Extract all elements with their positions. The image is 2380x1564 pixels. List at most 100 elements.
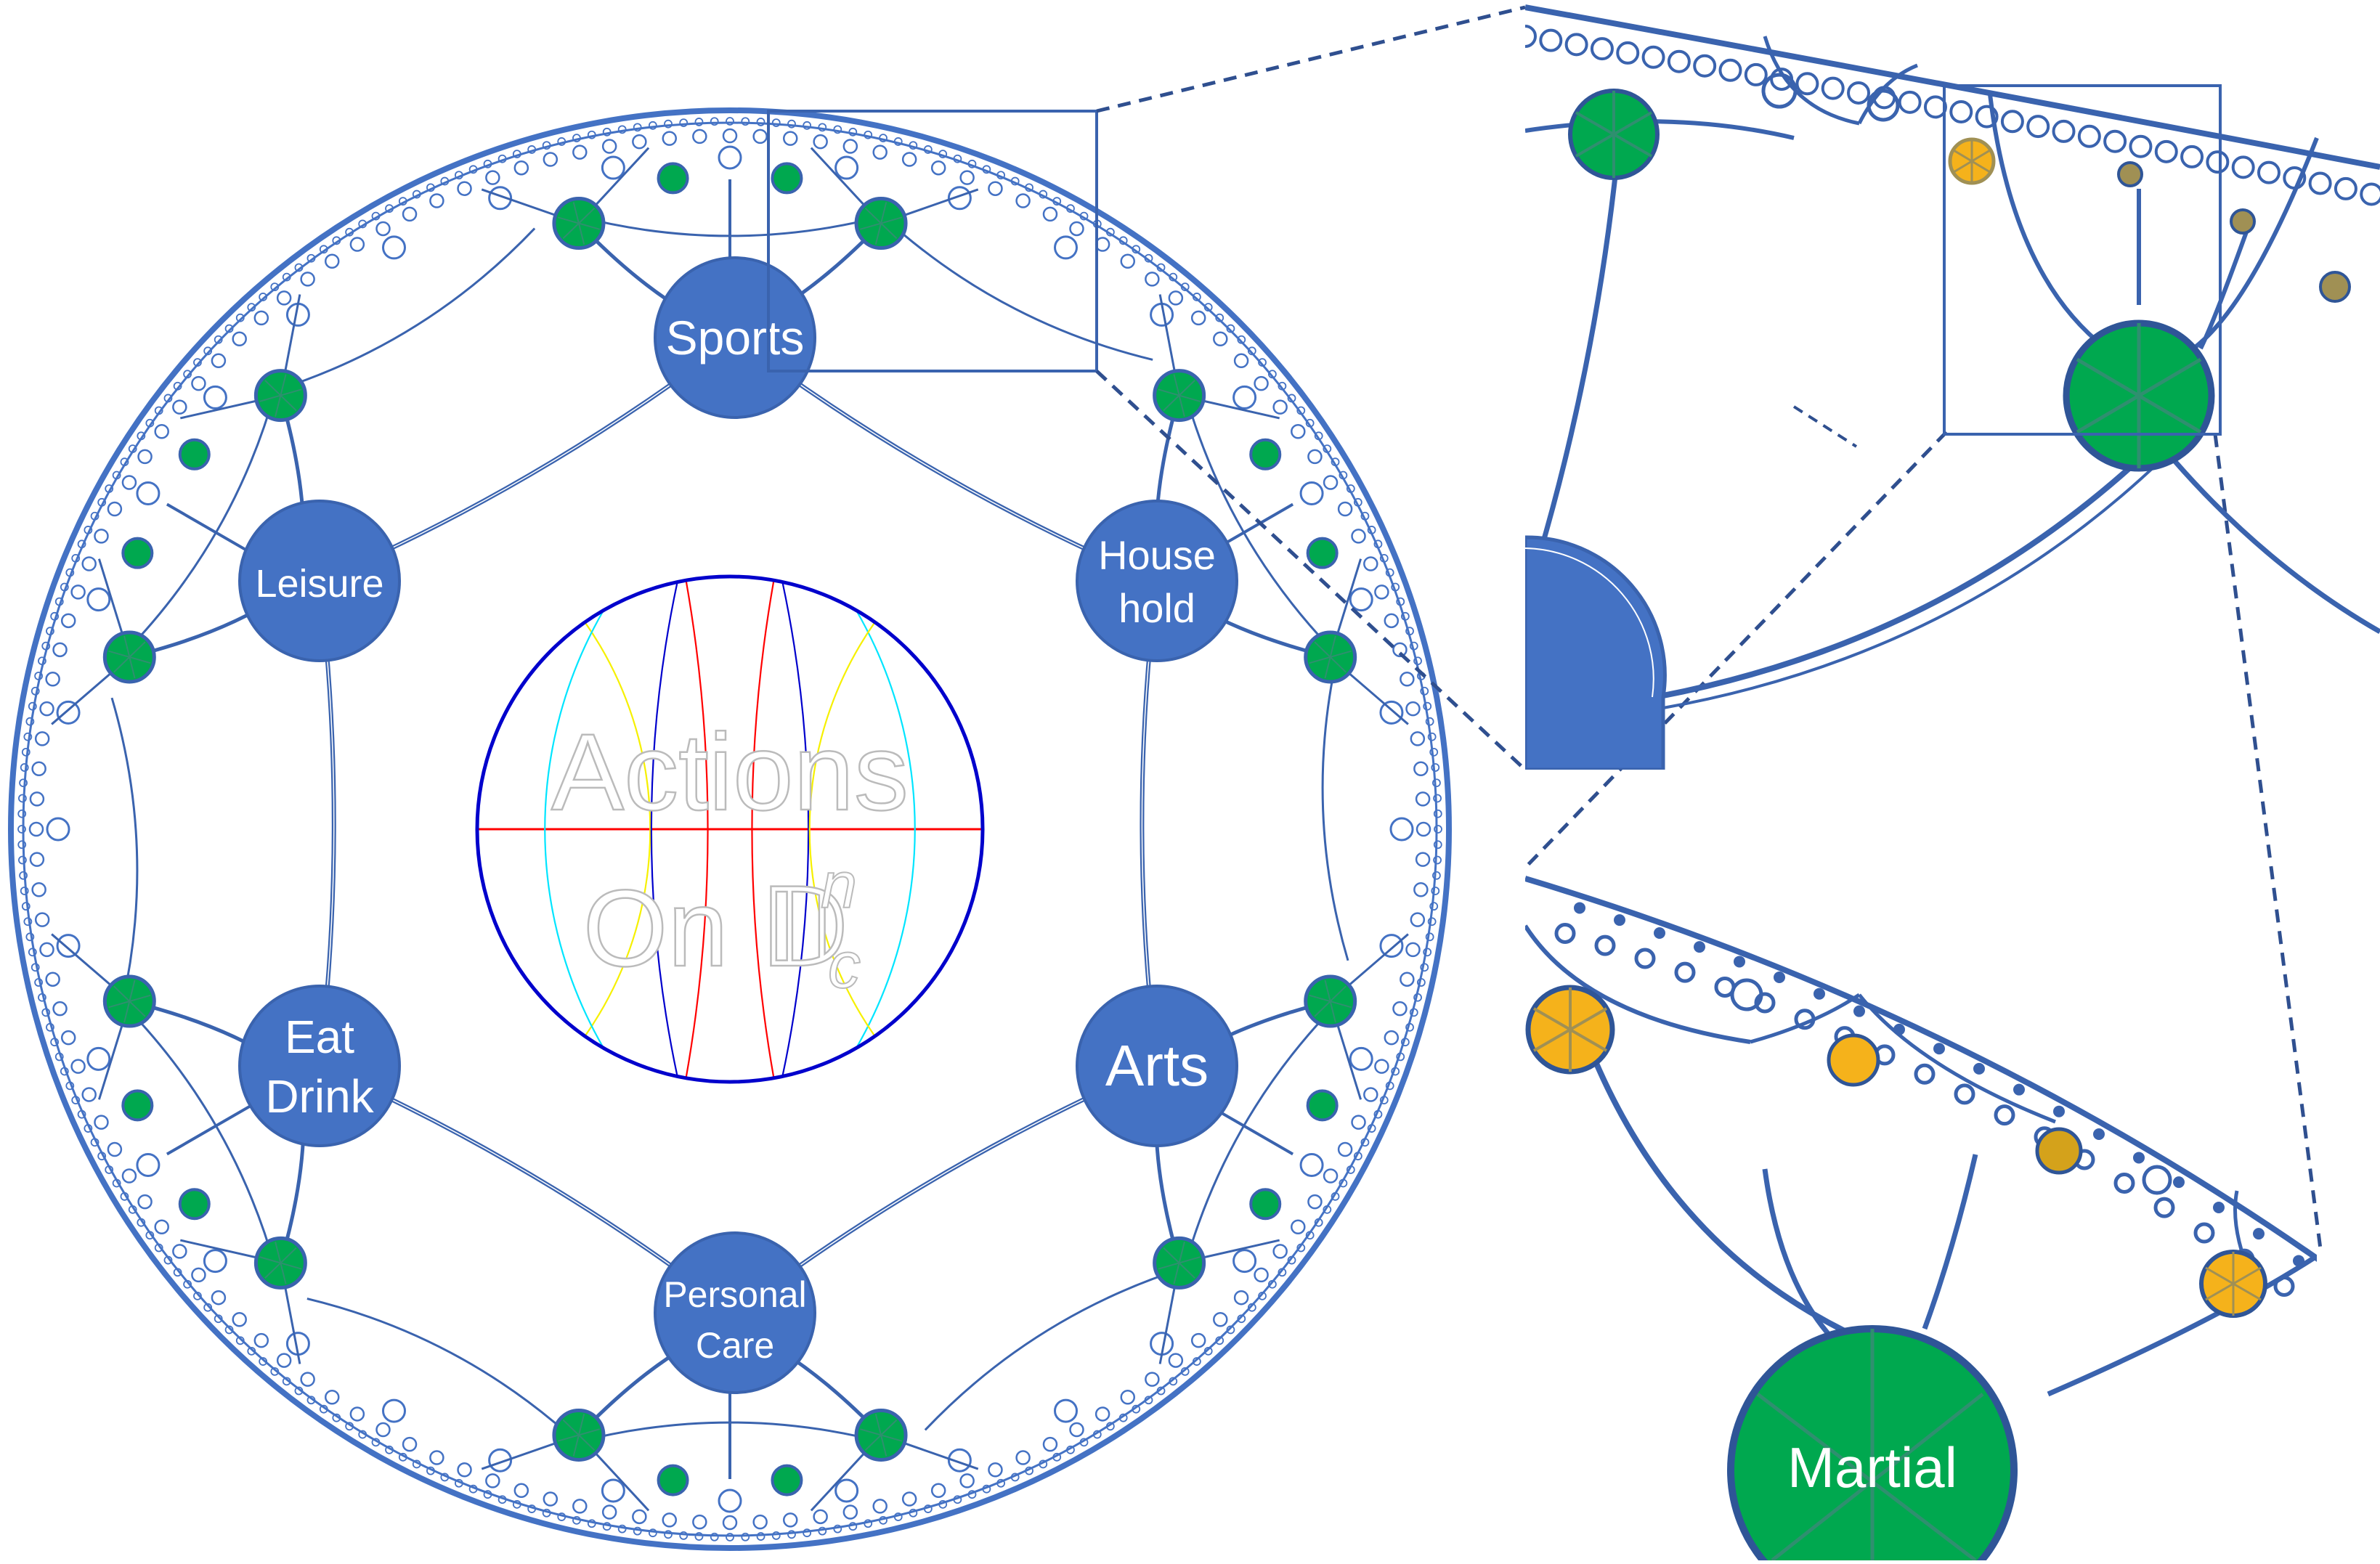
category-node-sports[interactable]: Sports bbox=[654, 256, 816, 419]
fringe-loop-small bbox=[235, 313, 245, 322]
fringe-loop-small bbox=[1405, 1022, 1414, 1032]
fringe-loop-small bbox=[1169, 1377, 1178, 1386]
fringe-loop-large bbox=[1054, 235, 1078, 260]
small-leaf-node bbox=[178, 438, 211, 471]
fringe-loop-small bbox=[294, 263, 304, 272]
fringe-loop-small bbox=[1427, 732, 1437, 741]
fringe-loop bbox=[1374, 585, 1389, 600]
fringe-loop bbox=[513, 1483, 529, 1499]
fringe-loop bbox=[1015, 1450, 1031, 1465]
fringe-loop bbox=[121, 1168, 137, 1184]
zoom1-fringe-loop bbox=[2180, 144, 2204, 168]
fringe-loop-small bbox=[879, 1515, 888, 1525]
fringe-loop-small bbox=[512, 150, 521, 159]
category-node-arts[interactable]: Arts bbox=[1076, 985, 1238, 1147]
fringe-loop-small bbox=[426, 183, 435, 192]
fringe-loop-small bbox=[483, 1490, 492, 1499]
fringe-loop bbox=[211, 1290, 227, 1306]
fringe-loop bbox=[722, 1515, 738, 1531]
fringe-loop bbox=[572, 144, 588, 160]
fringe-loop-small bbox=[1373, 539, 1383, 549]
zoom1-fringe-loop bbox=[1667, 49, 1691, 73]
fringe-loop-small bbox=[771, 1531, 781, 1540]
fringe-loop bbox=[429, 1450, 444, 1465]
fringe-loop bbox=[349, 237, 365, 252]
fringe-loop-small bbox=[893, 137, 903, 146]
zoom2-boundary-arc bbox=[1525, 876, 2317, 1262]
fringe-loop-small bbox=[319, 245, 328, 254]
zoom2-fringe-dot bbox=[1614, 914, 1625, 926]
fringe-loop-small bbox=[358, 1430, 367, 1439]
fringe-loop-small bbox=[982, 165, 991, 174]
fringe-loop-small bbox=[527, 145, 537, 154]
fringe-loop-small bbox=[173, 381, 182, 391]
fringe-loop-large bbox=[46, 817, 70, 842]
leaf-arc bbox=[306, 1298, 578, 1443]
zoom1-fringe-loop bbox=[1641, 45, 1665, 69]
fringe-loop-small bbox=[19, 778, 28, 788]
fringe-loop-small bbox=[1278, 381, 1287, 391]
fringe-loop-small bbox=[1215, 1336, 1224, 1345]
leaf-arc bbox=[121, 390, 277, 656]
fringe-loop-small bbox=[38, 656, 46, 666]
fringe-loop-small bbox=[1346, 484, 1355, 493]
fringe-loop-small bbox=[50, 1038, 60, 1047]
fringe-loop-small bbox=[1339, 1178, 1348, 1188]
fringe-loop bbox=[349, 1406, 365, 1422]
fringe-loop-small bbox=[1258, 358, 1267, 367]
fringe-loop bbox=[191, 375, 206, 391]
fringe-loop-small bbox=[1314, 431, 1323, 441]
fringe-loop-small bbox=[1226, 324, 1235, 333]
fringe-loop-small bbox=[1429, 747, 1439, 757]
fringe-loop-small bbox=[224, 1325, 234, 1335]
leaf-spoke bbox=[275, 1242, 287, 1284]
fringe-loop-small bbox=[332, 1413, 341, 1422]
fringe-loop-small bbox=[1339, 471, 1348, 480]
fringe-loop-small bbox=[23, 917, 33, 926]
zoom1-leaf-green bbox=[1568, 89, 1660, 180]
zoom1-fringe-loop bbox=[1693, 54, 1717, 78]
category-node-personal-care[interactable]: Personal Care bbox=[654, 1231, 816, 1394]
zoom2-fringe-loop bbox=[1794, 1009, 1816, 1030]
fringe-loop bbox=[1415, 852, 1431, 867]
fringe-loop bbox=[1351, 1115, 1366, 1130]
fringe-loop-small bbox=[247, 303, 256, 312]
fringe-loop-small bbox=[412, 190, 421, 199]
leaf-spoke bbox=[1158, 1256, 1201, 1270]
zoom1-fringe-loop bbox=[2257, 160, 2281, 184]
fringe-loop-small bbox=[358, 219, 367, 229]
fringe-loop bbox=[253, 1332, 269, 1348]
zoom1-fringe-loop bbox=[2103, 129, 2127, 153]
fringe-loop-small bbox=[31, 963, 40, 972]
category-node-eat-drink[interactable]: Eat Drink bbox=[238, 985, 401, 1147]
fringe-loop-small bbox=[306, 253, 316, 263]
fringe-loop bbox=[930, 1483, 946, 1499]
fringe-loop-small bbox=[20, 887, 29, 895]
fringe-loop bbox=[1384, 613, 1400, 629]
fringe-loop-small bbox=[50, 611, 60, 621]
leaf-arc bbox=[577, 1421, 883, 1443]
zoom1-fringe-loop bbox=[1821, 76, 1845, 100]
fringe-loop-large bbox=[1232, 385, 1257, 410]
category-node-household[interactable]: House hold bbox=[1076, 500, 1238, 662]
fringe-loop-small bbox=[1433, 794, 1442, 803]
tiling-arc bbox=[650, 582, 678, 1077]
fringe-loop-small bbox=[54, 597, 64, 606]
zoom2-leaf-gold-2 bbox=[1827, 1033, 1880, 1087]
tiling-arc bbox=[980, 793, 983, 866]
small-leaf-node bbox=[121, 1089, 154, 1122]
fringe-loop-small bbox=[1305, 418, 1315, 428]
fringe-loop-small bbox=[193, 1291, 202, 1300]
fringe-loop bbox=[94, 1115, 109, 1130]
fringe-loop bbox=[300, 1372, 315, 1387]
fringe-loop-small bbox=[28, 948, 37, 957]
leaf-spoke bbox=[864, 207, 898, 240]
fringe-loop-small bbox=[183, 370, 192, 379]
fringe-loop-small bbox=[163, 1255, 173, 1265]
fringe-loop-small bbox=[412, 1459, 421, 1469]
category-node-leisure[interactable]: Leisure bbox=[238, 500, 401, 662]
fringe-loop-small bbox=[756, 1532, 765, 1541]
fringe-loop bbox=[1337, 1141, 1353, 1157]
fringe-loop bbox=[121, 475, 137, 490]
fringe-loop bbox=[1323, 1168, 1339, 1184]
